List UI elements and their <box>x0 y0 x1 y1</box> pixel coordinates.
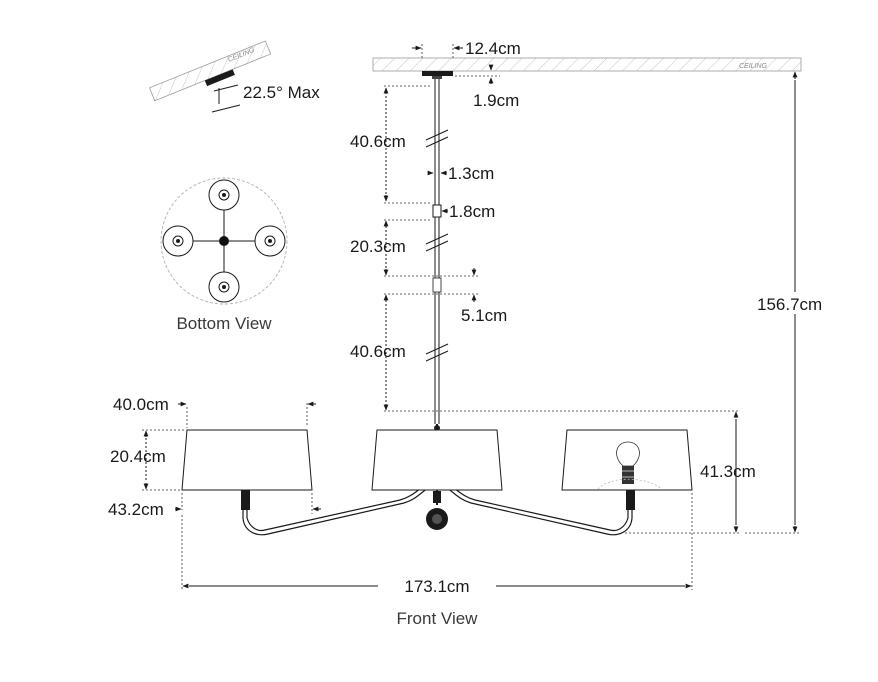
overall-height-dimension: 156.7cm <box>745 71 834 534</box>
fixture-body <box>181 424 693 536</box>
canopy-width-dimension: 12.4cm <box>412 39 521 58</box>
rod-2-label: 20.3cm <box>350 237 406 256</box>
coupler-label: 1.8cm <box>449 202 495 221</box>
bottom-view-caption: Bottom View <box>176 314 272 333</box>
rod-gap-label: 5.1cm <box>461 306 507 325</box>
front-view-caption: Front View <box>397 609 479 628</box>
overall-height-label: 156.7cm <box>757 295 822 314</box>
overall-width-dimension: 173.1cm <box>181 493 693 596</box>
rod-detail-dimensions: 1.3cm 1.8cm 5.1cm <box>427 164 507 325</box>
rod-3-label: 40.6cm <box>350 342 406 361</box>
slope-detail: CEILING 22.5° Max <box>148 40 320 113</box>
fixture-height-dimension: 41.3cm <box>625 411 756 534</box>
center-shade <box>371 429 503 491</box>
left-shade <box>181 429 313 491</box>
canopy-height-dimension: 1.9cm <box>455 64 519 110</box>
slope-max-label: 22.5° Max <box>243 83 320 102</box>
ceiling-label: CEILING <box>739 63 768 70</box>
overall-width-label: 173.1cm <box>404 577 469 596</box>
rod-1-label: 40.6cm <box>350 132 406 151</box>
canopy-height-label: 1.9cm <box>473 91 519 110</box>
shade-dimensions: 40.0cm 20.4cm 43.2cm <box>108 395 321 519</box>
shade-top-label: 40.0cm <box>113 395 169 414</box>
bottom-view: Bottom View <box>160 177 288 333</box>
downrod <box>425 79 449 424</box>
canopy-width-label: 12.4cm <box>465 39 521 58</box>
rod-dimensions: 40.6cm 20.3cm 40.6cm <box>350 85 740 412</box>
shade-height-label: 20.4cm <box>110 447 166 466</box>
rod-diameter-label: 1.3cm <box>448 164 494 183</box>
fixture-height-label: 41.3cm <box>700 462 756 481</box>
shade-bottom-label: 43.2cm <box>108 500 164 519</box>
ceiling: CEILING <box>372 57 802 79</box>
